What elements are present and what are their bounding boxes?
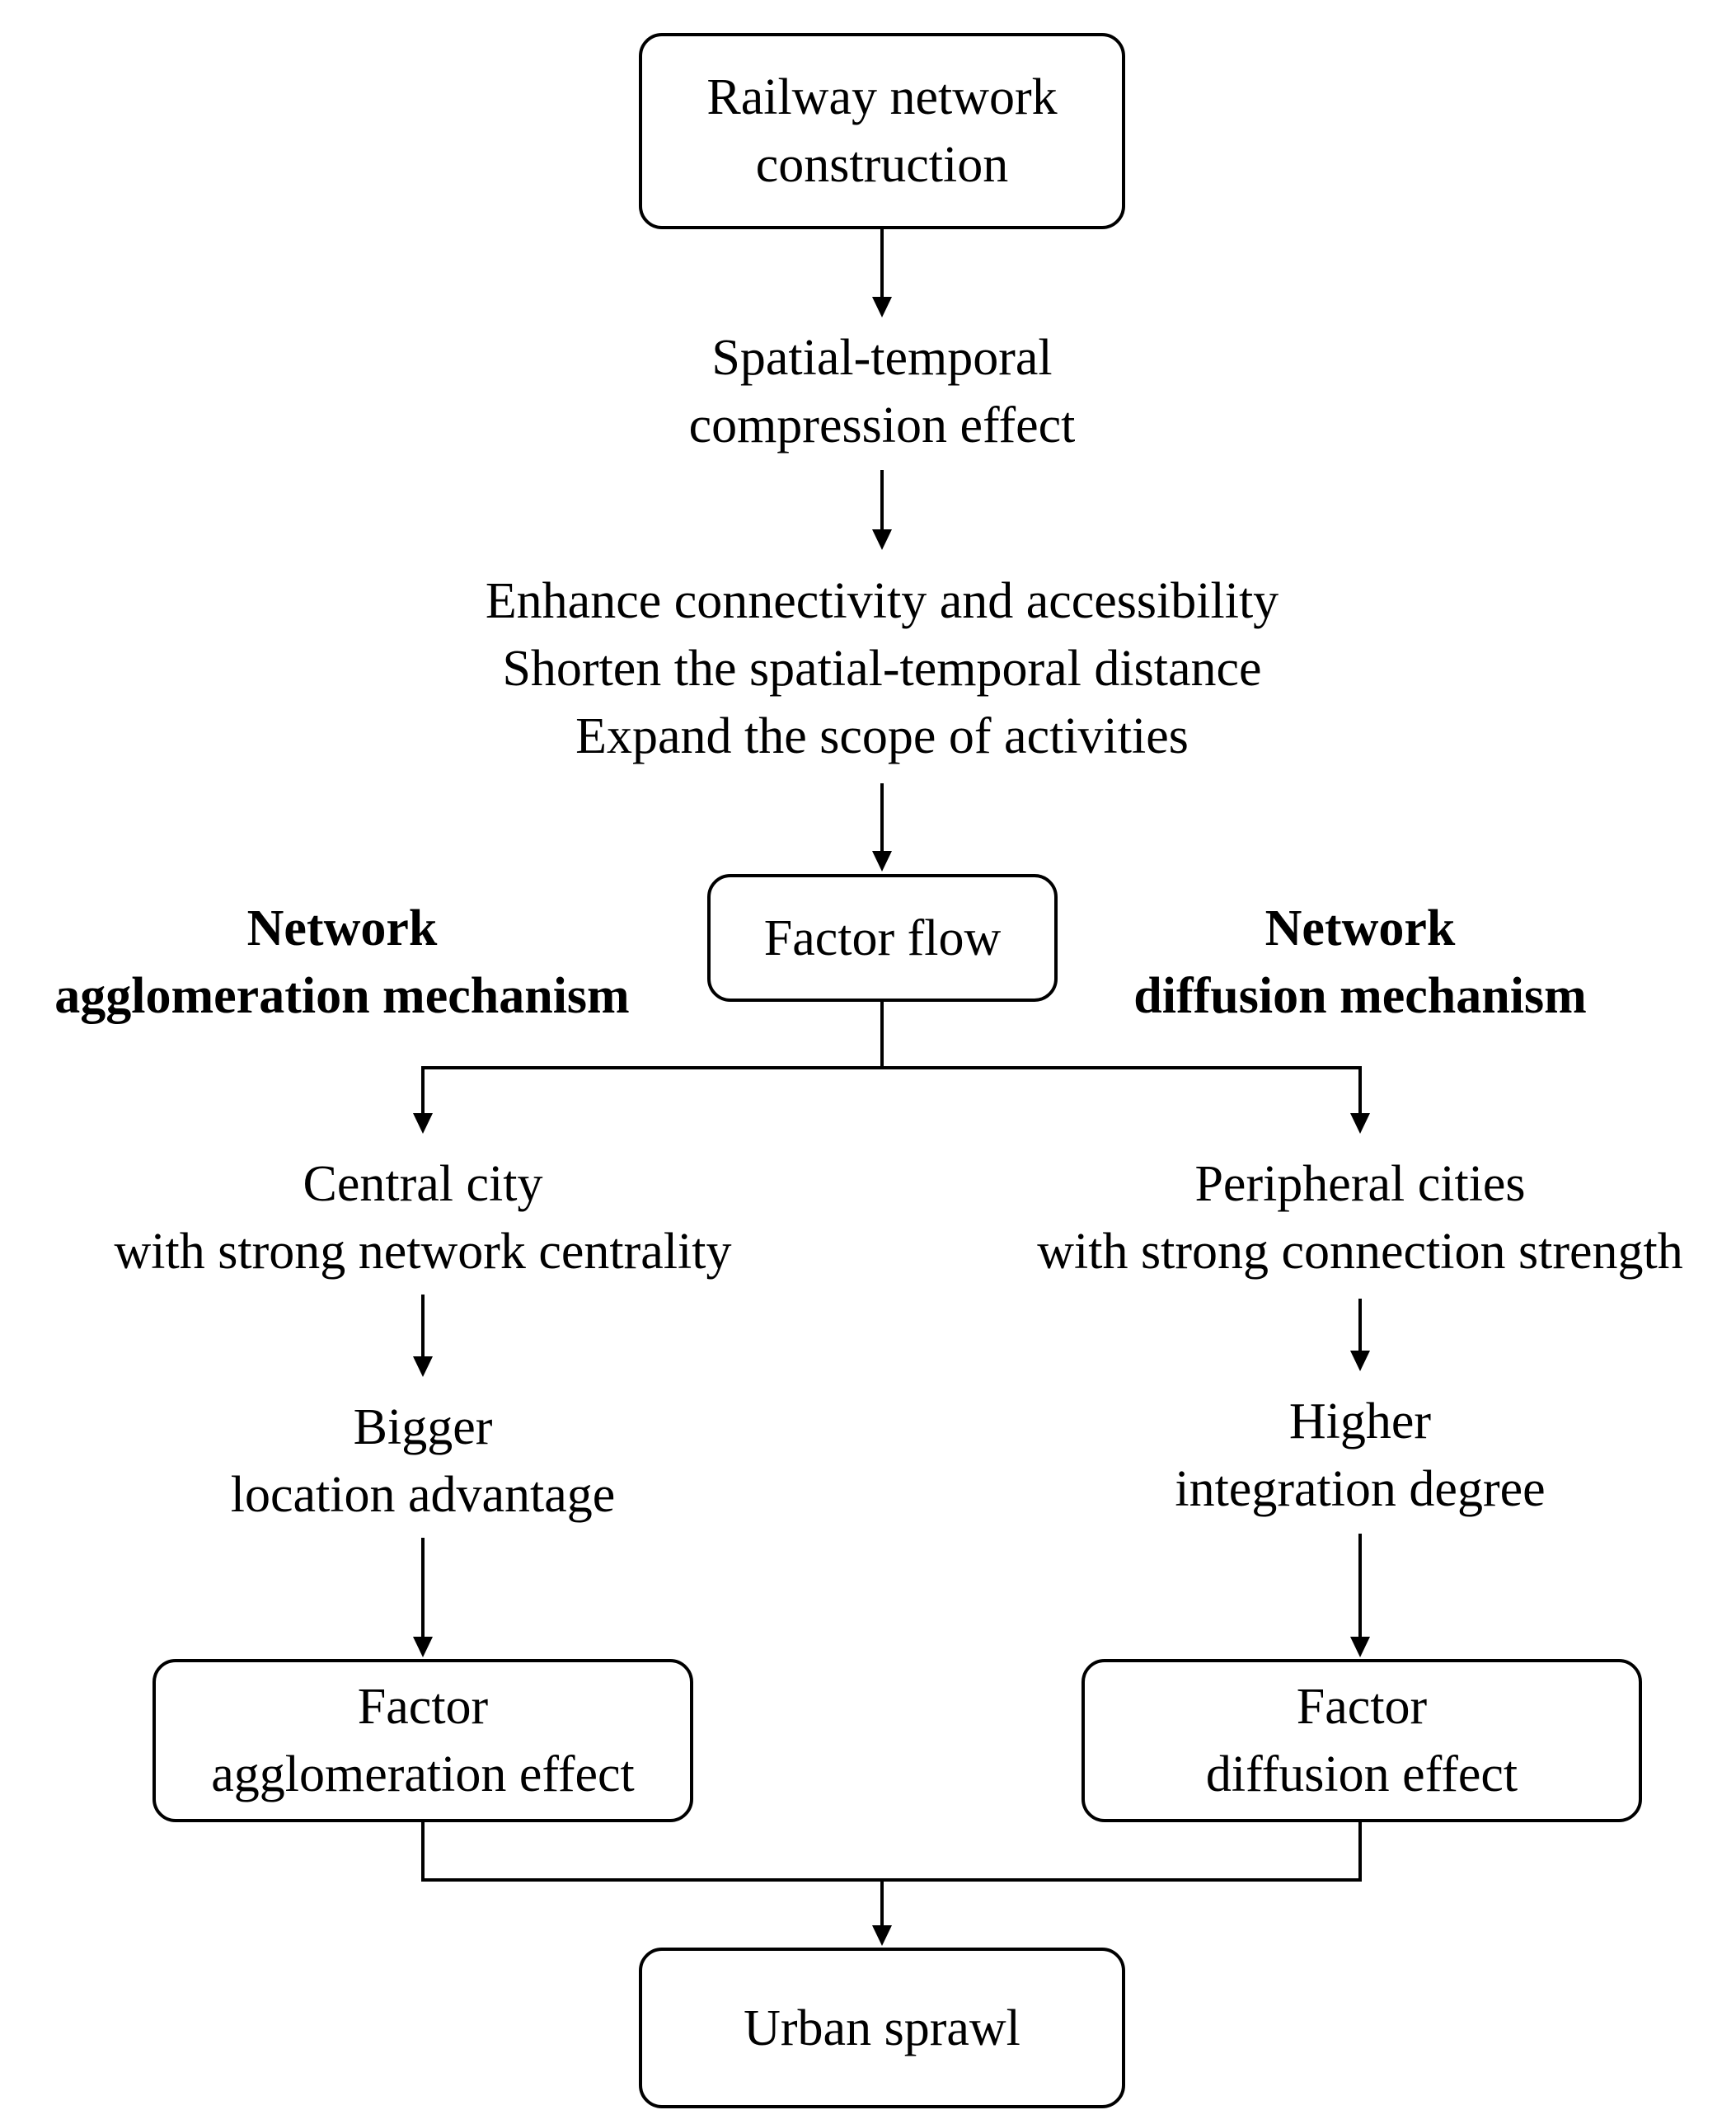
label-line: diffusion mechanism bbox=[1133, 968, 1587, 1024]
node-compression-effect: Spatial-temporal compression effect bbox=[635, 324, 1129, 459]
node-line: Urban sprawl bbox=[744, 1999, 1020, 2056]
node-line: compression effect bbox=[688, 397, 1076, 453]
node-line: Central city bbox=[303, 1156, 543, 1212]
split-connector-right bbox=[882, 1066, 1362, 1125]
node-factor-diffusion-effect: Factor diffusion effect bbox=[1081, 1659, 1642, 1822]
node-line: location advantage bbox=[230, 1467, 616, 1523]
node-higher-integration-degree: Higher integration degree bbox=[1113, 1388, 1607, 1523]
node-railway-network-construction: Railway network construction bbox=[639, 33, 1125, 229]
node-line: Enhance connectivity and accessibility bbox=[485, 573, 1279, 629]
node-line: Peripheral cities bbox=[1194, 1156, 1526, 1212]
arrowhead bbox=[413, 1113, 433, 1134]
arrowhead bbox=[872, 851, 892, 872]
node-line: Factor bbox=[357, 1679, 489, 1735]
node-central-city: Central city with strong network central… bbox=[58, 1150, 788, 1285]
node-line: with strong network centrality bbox=[114, 1224, 732, 1280]
arrowhead bbox=[1350, 1113, 1370, 1134]
node-line: construction bbox=[755, 137, 1009, 193]
node-bigger-location-advantage: Bigger location advantage bbox=[176, 1393, 670, 1529]
node-factor-agglomeration-effect: Factor agglomeration effect bbox=[152, 1659, 693, 1822]
node-line: diffusion effect bbox=[1205, 1746, 1518, 1802]
node-agglomeration-effect-label: Factor agglomeration effect bbox=[211, 1673, 635, 1808]
arrowhead bbox=[413, 1356, 433, 1377]
node-line: integration degree bbox=[1175, 1461, 1546, 1517]
node-line: Shorten the spatial-temporal distance bbox=[502, 641, 1262, 697]
arrowhead bbox=[1350, 1637, 1370, 1657]
label-line: Network bbox=[1264, 900, 1456, 956]
label-line: agglomeration mechanism bbox=[54, 968, 630, 1024]
label-agglomeration-mechanism: Network agglomeration mechanism bbox=[16, 895, 668, 1030]
node-railway-label: Railway network construction bbox=[706, 63, 1057, 199]
node-line: with strong connection strength bbox=[1037, 1224, 1683, 1280]
label-line: Network bbox=[246, 900, 438, 956]
node-line: Spatial-temporal bbox=[711, 330, 1053, 386]
node-enhance-connectivity: Enhance connectivity and accessibility S… bbox=[429, 567, 1335, 770]
node-line: Factor bbox=[1296, 1679, 1428, 1735]
node-line: Bigger bbox=[353, 1399, 493, 1455]
split-connector bbox=[421, 1002, 884, 1125]
arrowhead bbox=[872, 297, 892, 317]
node-line: Factor flow bbox=[763, 909, 1002, 966]
node-line: Expand the scope of activities bbox=[575, 708, 1189, 764]
label-diffusion-mechanism: Network diffusion mechanism bbox=[1105, 895, 1616, 1030]
node-factor-flow: Factor flow bbox=[707, 874, 1058, 1002]
arrowhead bbox=[872, 1925, 892, 1946]
arrowhead bbox=[872, 529, 892, 550]
merge-connector bbox=[421, 1822, 1362, 1882]
node-line: agglomeration effect bbox=[211, 1746, 635, 1802]
arrowhead bbox=[413, 1637, 433, 1657]
node-line: Railway network bbox=[706, 69, 1058, 125]
node-peripheral-cities: Peripheral cities with strong connection… bbox=[997, 1150, 1723, 1285]
node-diffusion-effect-label: Factor diffusion effect bbox=[1206, 1673, 1518, 1808]
node-urban-sprawl: Urban sprawl bbox=[639, 1948, 1125, 2108]
node-factor-flow-label: Factor flow bbox=[764, 905, 1002, 972]
arrowhead bbox=[1350, 1351, 1370, 1371]
node-line: Higher bbox=[1288, 1393, 1432, 1450]
node-urban-sprawl-label: Urban sprawl bbox=[744, 1995, 1020, 2062]
